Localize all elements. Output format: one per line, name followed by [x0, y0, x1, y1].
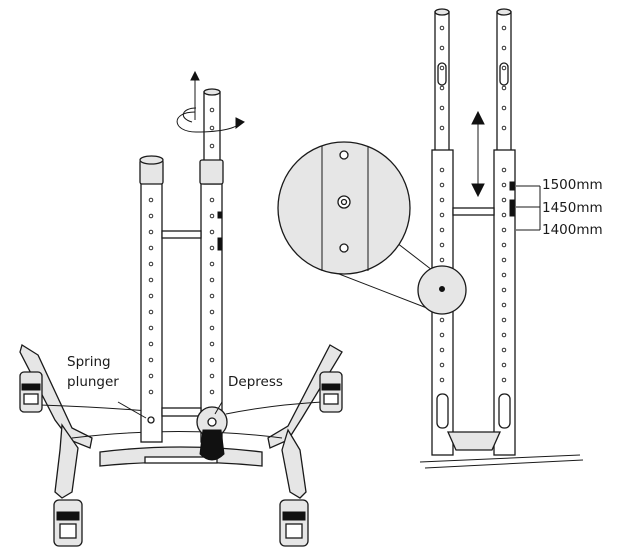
adjustment-hole [501, 242, 507, 248]
adjustment-hole [148, 357, 154, 363]
column-crossbar [161, 230, 202, 239]
adjustment-hole [209, 143, 215, 149]
caster-wheel-left-rear [19, 371, 43, 413]
adjustment-hole [148, 213, 154, 219]
adjustment-hole [439, 197, 445, 203]
adjustment-hole [439, 257, 445, 263]
adjustment-hole [439, 125, 445, 131]
adjustment-hole [209, 341, 215, 347]
adjustment-hole [439, 65, 445, 71]
adjustment-hole [148, 197, 154, 203]
adjustment-hole [209, 373, 215, 379]
adjustment-hole [209, 261, 215, 267]
adjustment-hole [439, 85, 445, 91]
adjustment-hole [439, 317, 445, 323]
adjustment-hole [209, 309, 215, 315]
adjustment-hole [501, 272, 507, 278]
adjustment-hole [148, 261, 154, 267]
caster-wheel-left-front [53, 499, 83, 547]
adjustment-hole [439, 347, 445, 353]
adjustment-hole [501, 182, 507, 188]
upper-tube-left [434, 8, 450, 153]
adjustment-hole [501, 212, 507, 218]
depress-label: Depress [228, 374, 283, 390]
adjustment-hole [148, 373, 154, 379]
height-1400-label: 1400mm [542, 222, 603, 238]
adjustment-hole [501, 332, 507, 338]
adjustment-hole [209, 125, 215, 131]
adjustment-hole [148, 277, 154, 283]
adjustment-hole [148, 293, 154, 299]
height-adjust-arrow-icon [471, 110, 485, 198]
adjustment-hole [148, 325, 154, 331]
rotation-arrow-icon [176, 70, 245, 133]
adjustment-hole [209, 293, 215, 299]
adjustment-hole [501, 287, 507, 293]
right-stand-assembly [277, 8, 584, 469]
spring-plunger-marker [117, 401, 155, 424]
adjustment-hole [439, 377, 445, 383]
adjustment-hole [209, 277, 215, 283]
adjustment-hole [439, 45, 445, 51]
adjustment-hole [439, 362, 445, 368]
adjustment-hole [209, 107, 215, 113]
adjustment-hole [501, 167, 507, 173]
lower-tube-right [493, 149, 516, 456]
adjustment-hole [439, 242, 445, 248]
lower-crossbar [161, 407, 202, 417]
adjustment-hole [501, 25, 507, 31]
adjustment-hole [439, 227, 445, 233]
adjustment-hole [501, 197, 507, 203]
depress-detail [196, 401, 228, 461]
height-1450-label: 1450mm [542, 200, 603, 216]
left-base-frame [19, 343, 343, 499]
adjustment-hole [439, 167, 445, 173]
adjustment-hole [209, 229, 215, 235]
adjustment-hole [501, 85, 507, 91]
adjustment-hole [209, 245, 215, 251]
caster-wheel-right-rear [319, 371, 343, 413]
adjustment-hole [148, 229, 154, 235]
adjustment-hole [501, 125, 507, 131]
adjustment-hole [209, 213, 215, 219]
upper-tube-right [496, 8, 512, 153]
adjustment-hole [209, 389, 215, 395]
adjustment-hole [501, 347, 507, 353]
right-crossbar [452, 207, 495, 216]
adjustment-hole [209, 325, 215, 331]
adjustment-hole [501, 302, 507, 308]
right-base-foot [446, 431, 502, 451]
height-1500-label: 1500mm [542, 177, 603, 193]
adjustment-hole [148, 389, 154, 395]
adjustment-hole [439, 332, 445, 338]
adjustment-hole [439, 182, 445, 188]
adjustment-hole [501, 227, 507, 233]
spring-label: Spring [67, 354, 111, 370]
adjustment-hole [439, 25, 445, 31]
adjustment-hole [209, 357, 215, 363]
caster-wheel-right-front [279, 499, 309, 547]
adjustment-hole [501, 105, 507, 111]
plunger-label: plunger [67, 374, 119, 390]
left-column [139, 155, 164, 443]
magnifier-detail [277, 141, 467, 315]
adjustment-hole [501, 45, 507, 51]
right-column [199, 88, 224, 443]
adjustment-hole [501, 257, 507, 263]
left-stand-assembly [19, 70, 343, 547]
adjustment-hole [209, 197, 215, 203]
adjustment-hole [501, 65, 507, 71]
adjustment-hole [439, 212, 445, 218]
adjustment-hole [439, 105, 445, 111]
adjustment-hole [148, 341, 154, 347]
adjustment-hole [501, 377, 507, 383]
adjustment-hole [501, 362, 507, 368]
adjustment-hole [501, 317, 507, 323]
adjustment-hole [148, 309, 154, 315]
height-brackets [516, 185, 541, 231]
adjustment-hole [148, 245, 154, 251]
